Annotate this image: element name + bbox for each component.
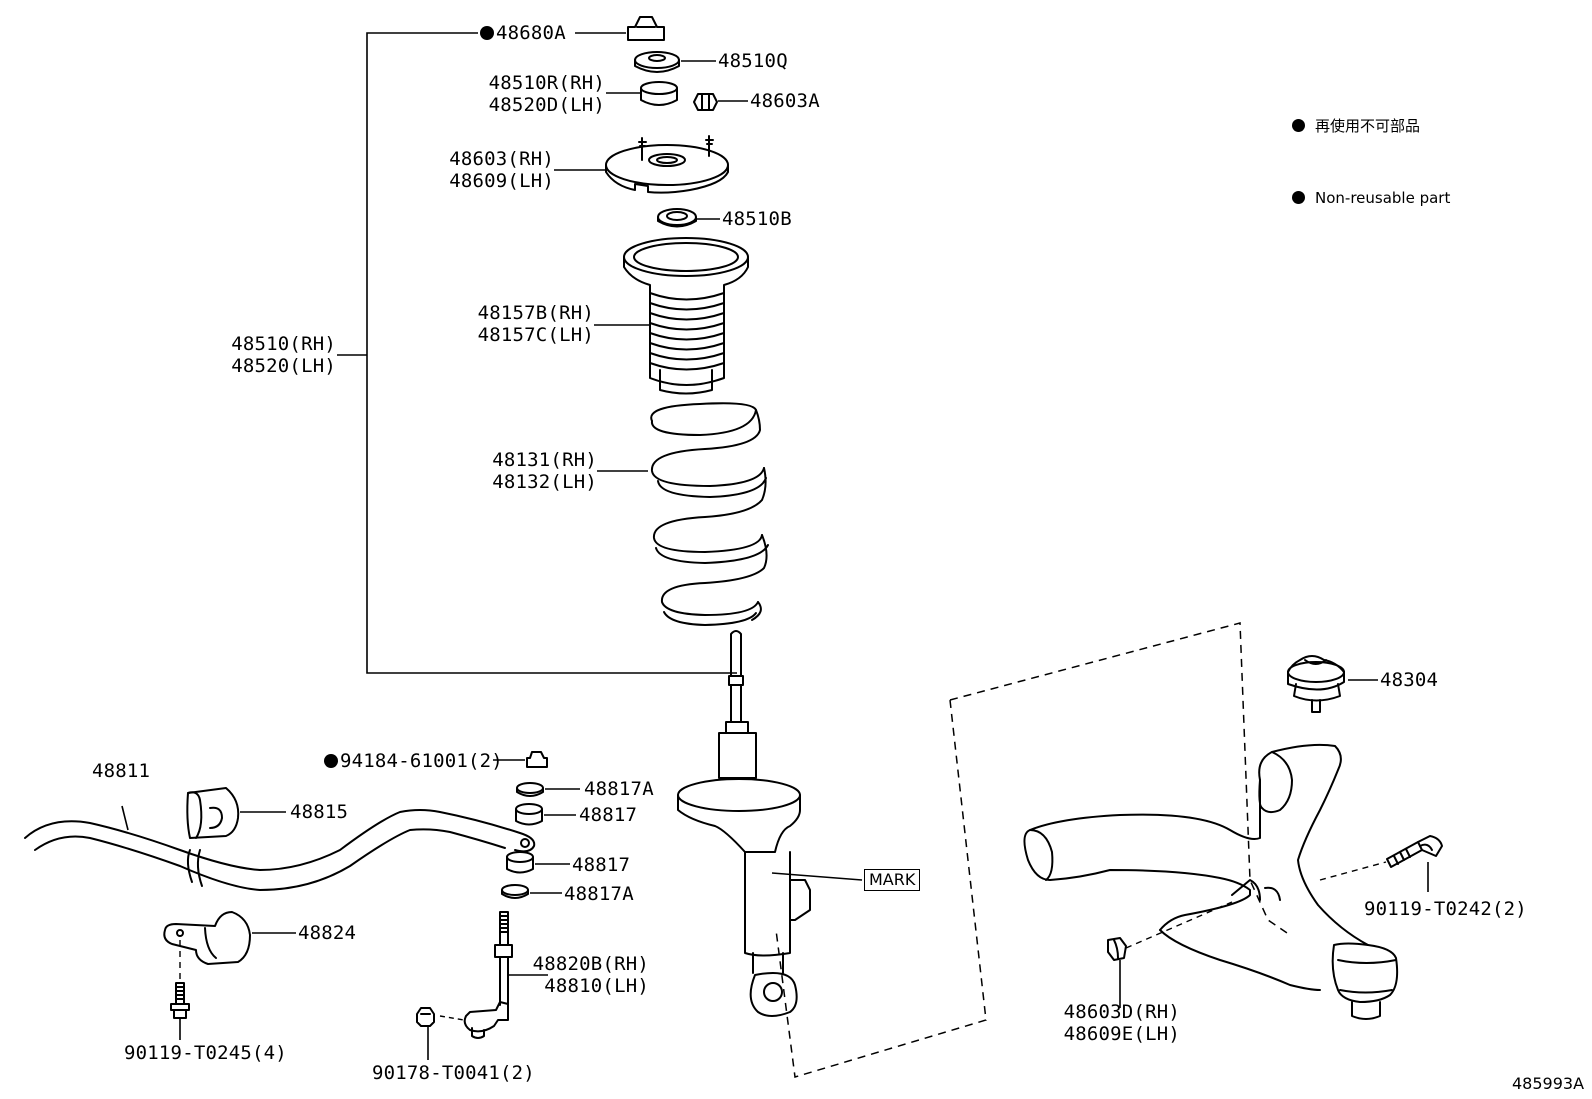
label-48810: 48810(LH) [544, 975, 649, 997]
legend-text-japanese: 再使用不可部品 [1315, 117, 1421, 135]
label-90119-t0242: 90119-T0242(2) [1364, 898, 1527, 920]
part-48817-cushion-upper [515, 803, 543, 826]
label-90119-t0245: 90119-T0245(4) [124, 1042, 287, 1064]
label-48510r: 48510R(RH) [488, 72, 605, 94]
label-group-48510rh: 48510(RH) 48520(LH) [231, 333, 336, 377]
label-48520d: 48520D(LH) [488, 94, 605, 116]
part-48824-bar-bracket [163, 911, 251, 965]
label-48132: 48132(LH) [492, 471, 597, 493]
label-group-48603d: 48603D(RH) 48609E(LH) [1064, 1001, 1180, 1045]
label-group-48603: 48603(RH) 48609(LH) [449, 148, 554, 192]
legend-item-english: Non-reusable part [1292, 186, 1450, 210]
assembly-bracket-line [366, 32, 737, 674]
part-shock-absorber [677, 630, 811, 1017]
label-48510q: 48510Q [718, 50, 788, 72]
label-48817-lower: 48817 [572, 854, 631, 876]
part-48510q-washer [634, 51, 680, 73]
upper-arm-dashed-region [775, 622, 1291, 1078]
leader-mark [771, 872, 863, 881]
part-48817a-washer-lower [501, 884, 529, 899]
label-48304: 48304 [1380, 669, 1439, 691]
part-48817-cushion-lower [506, 851, 534, 874]
label-group-48131: 48131(RH) 48132(LH) [492, 449, 597, 493]
label-48609: 48609(LH) [449, 170, 554, 192]
part-48820b-stabilizer-link [463, 911, 513, 1039]
label-48131: 48131(RH) [492, 449, 597, 471]
label-48820b: 48820B(RH) [532, 953, 649, 975]
label-group-48157b: 48157B(RH) 48157C(LH) [478, 302, 594, 346]
label-48811: 48811 [92, 760, 151, 782]
label-48603d: 48603D(RH) [1063, 1001, 1180, 1023]
label-90178: 90178-T0041(2) [372, 1062, 535, 1084]
label-48520lh: 48520(LH) [231, 355, 336, 377]
leader-dash-90119-t0242 [1319, 861, 1387, 881]
label-48817-upper: 48817 [579, 804, 638, 826]
part-90178-t0041-nut [416, 1007, 435, 1027]
non-reusable-dot-icon [324, 754, 338, 768]
part-94184-nut [526, 751, 548, 768]
leader-dash-90178 [439, 1015, 465, 1021]
part-48603d-nut [1107, 937, 1127, 961]
label-48157b: 48157B(RH) [477, 302, 594, 324]
label-48815: 48815 [290, 801, 349, 823]
label-48680a-text: 48680A [496, 22, 566, 44]
part-48131-coil-spring [650, 402, 769, 626]
leader-dash-48603d [1125, 901, 1233, 949]
filled-dot-icon [1292, 119, 1305, 132]
part-48603-strut-mount [605, 135, 729, 194]
part-90119-t0245-bolt [170, 982, 190, 1019]
part-48817a-washer-upper [516, 782, 544, 797]
part-48304-bump-stopper [1287, 655, 1345, 713]
label-48609e: 48609E(LH) [1063, 1023, 1180, 1045]
non-reusable-dot-icon [480, 26, 494, 40]
mark-label-box: MARK [864, 869, 921, 891]
label-94184-text: 94184-61001(2) [340, 750, 503, 772]
label-48603: 48603(RH) [449, 148, 554, 170]
part-48603a-nut [693, 93, 718, 111]
label-48817a-lower: 48817A [564, 883, 634, 905]
part-48680a-nut [627, 16, 665, 41]
label-group-48510r: 48510R(RH) 48520D(LH) [489, 72, 605, 116]
label-48680a: 48680A [480, 22, 566, 44]
part-90119-t0242-bolt [1386, 835, 1443, 868]
part-48510b-bearing [657, 208, 697, 228]
label-48603a: 48603A [750, 90, 820, 112]
label-48824: 48824 [298, 922, 357, 944]
legend-text-english: Non-reusable part [1315, 189, 1451, 207]
label-48510b: 48510B [722, 208, 792, 230]
filled-dot-icon [1292, 191, 1305, 204]
diagram-reference-number: 485993A [1512, 1074, 1585, 1093]
label-94184: 94184-61001(2) [324, 750, 503, 772]
part-48815-bar-bushing [186, 787, 240, 839]
label-group-48820b: 48820B(RH) 48810(LH) [533, 953, 649, 997]
part-48157b-dust-boot [623, 237, 749, 395]
part-48811-stabilizer-bar [24, 809, 536, 891]
legend: 再使用不可部品 Non-reusable part [1292, 66, 1450, 234]
label-48157c: 48157C(LH) [477, 324, 594, 346]
legend-item-japanese: 再使用不可部品 [1292, 114, 1450, 138]
label-48817a-upper: 48817A [584, 778, 654, 800]
part-upper-control-arm [1023, 743, 1399, 1020]
leader-48811 [121, 805, 129, 831]
part-48510r-bushing [640, 81, 678, 106]
label-48510rh: 48510(RH) [231, 333, 336, 355]
